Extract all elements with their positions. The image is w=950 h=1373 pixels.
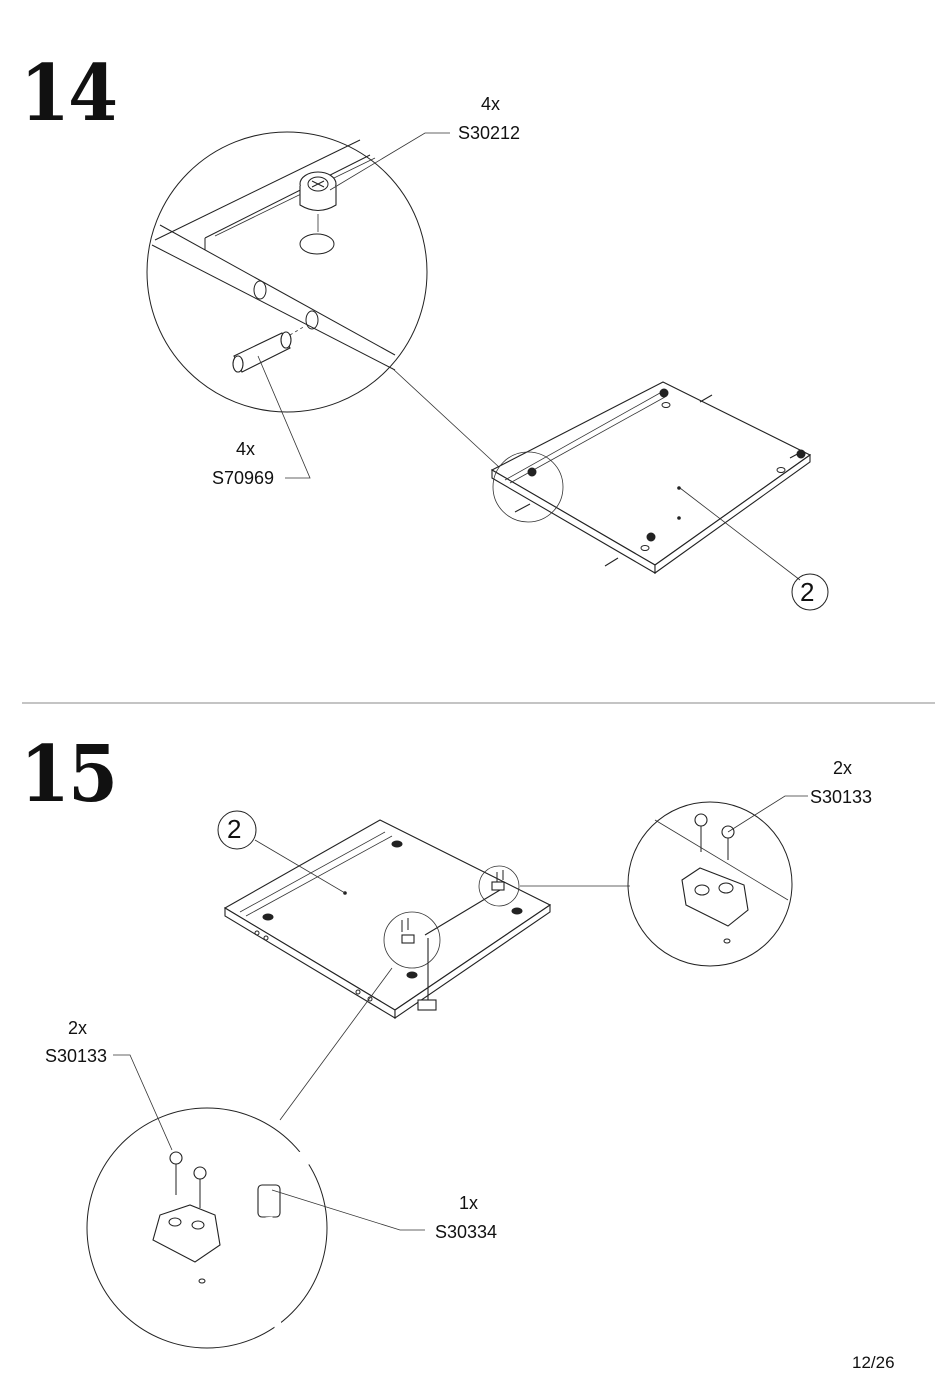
callout-code-s30212: S30212 (458, 123, 521, 143)
cam-lock-s30212-drawing (299, 171, 337, 255)
detail-link-left (279, 967, 393, 1121)
step14-panel (490, 381, 812, 575)
callout-code-s30133-left: S30133 (45, 1046, 108, 1066)
panel-id-circle-14 (791, 573, 829, 611)
callout-code-s30334: S30334 (435, 1222, 498, 1242)
detail-link-14 (391, 367, 501, 469)
panel-id-label-15: 2 (227, 814, 242, 844)
step14-detail-panel-edge (151, 139, 396, 371)
step-number-15: 15 (20, 729, 118, 820)
leader-s30133-right (727, 795, 808, 833)
panel-id-label-14: 2 (800, 577, 815, 607)
panel-id-circle-15 (217, 810, 257, 850)
leader-s30334 (271, 1189, 425, 1231)
page-number: 12/26 (852, 1353, 895, 1372)
step15-detail-circle-right (627, 801, 793, 967)
callout-code-s30133-right: S30133 (810, 787, 873, 807)
leader-s30133-left (113, 1054, 173, 1151)
step14-detail-circle (146, 131, 428, 413)
step15-detail-circle-left (86, 1107, 328, 1349)
step15-detail-right-contents (639, 813, 789, 944)
edge-hole-2 (305, 310, 319, 330)
step15-small-ring-right (478, 865, 520, 907)
step15-panel (223, 819, 552, 1020)
leader-s30212 (329, 132, 450, 191)
callout-qty-s30212: 4x (481, 94, 501, 114)
step15-detail-left-contents (152, 1150, 313, 1341)
callout-qty-s70969: 4x (236, 439, 256, 459)
leader-s70969 (257, 355, 311, 479)
edge-hole-1 (253, 280, 267, 300)
panel-id-leader-15 (254, 839, 346, 894)
panel-id-leader-14 (679, 487, 801, 581)
step-number-14: 14 (20, 48, 118, 139)
callout-code-s70969: S70969 (212, 468, 275, 488)
callout-qty-s30133-right: 2x (833, 758, 853, 778)
step15-small-ring-left (383, 911, 441, 969)
step14-small-detail-ring (492, 451, 564, 523)
callout-qty-s30133-left: 2x (68, 1018, 88, 1038)
dowel-s70969-drawing (232, 325, 306, 373)
callout-qty-s30334: 1x (459, 1193, 479, 1213)
